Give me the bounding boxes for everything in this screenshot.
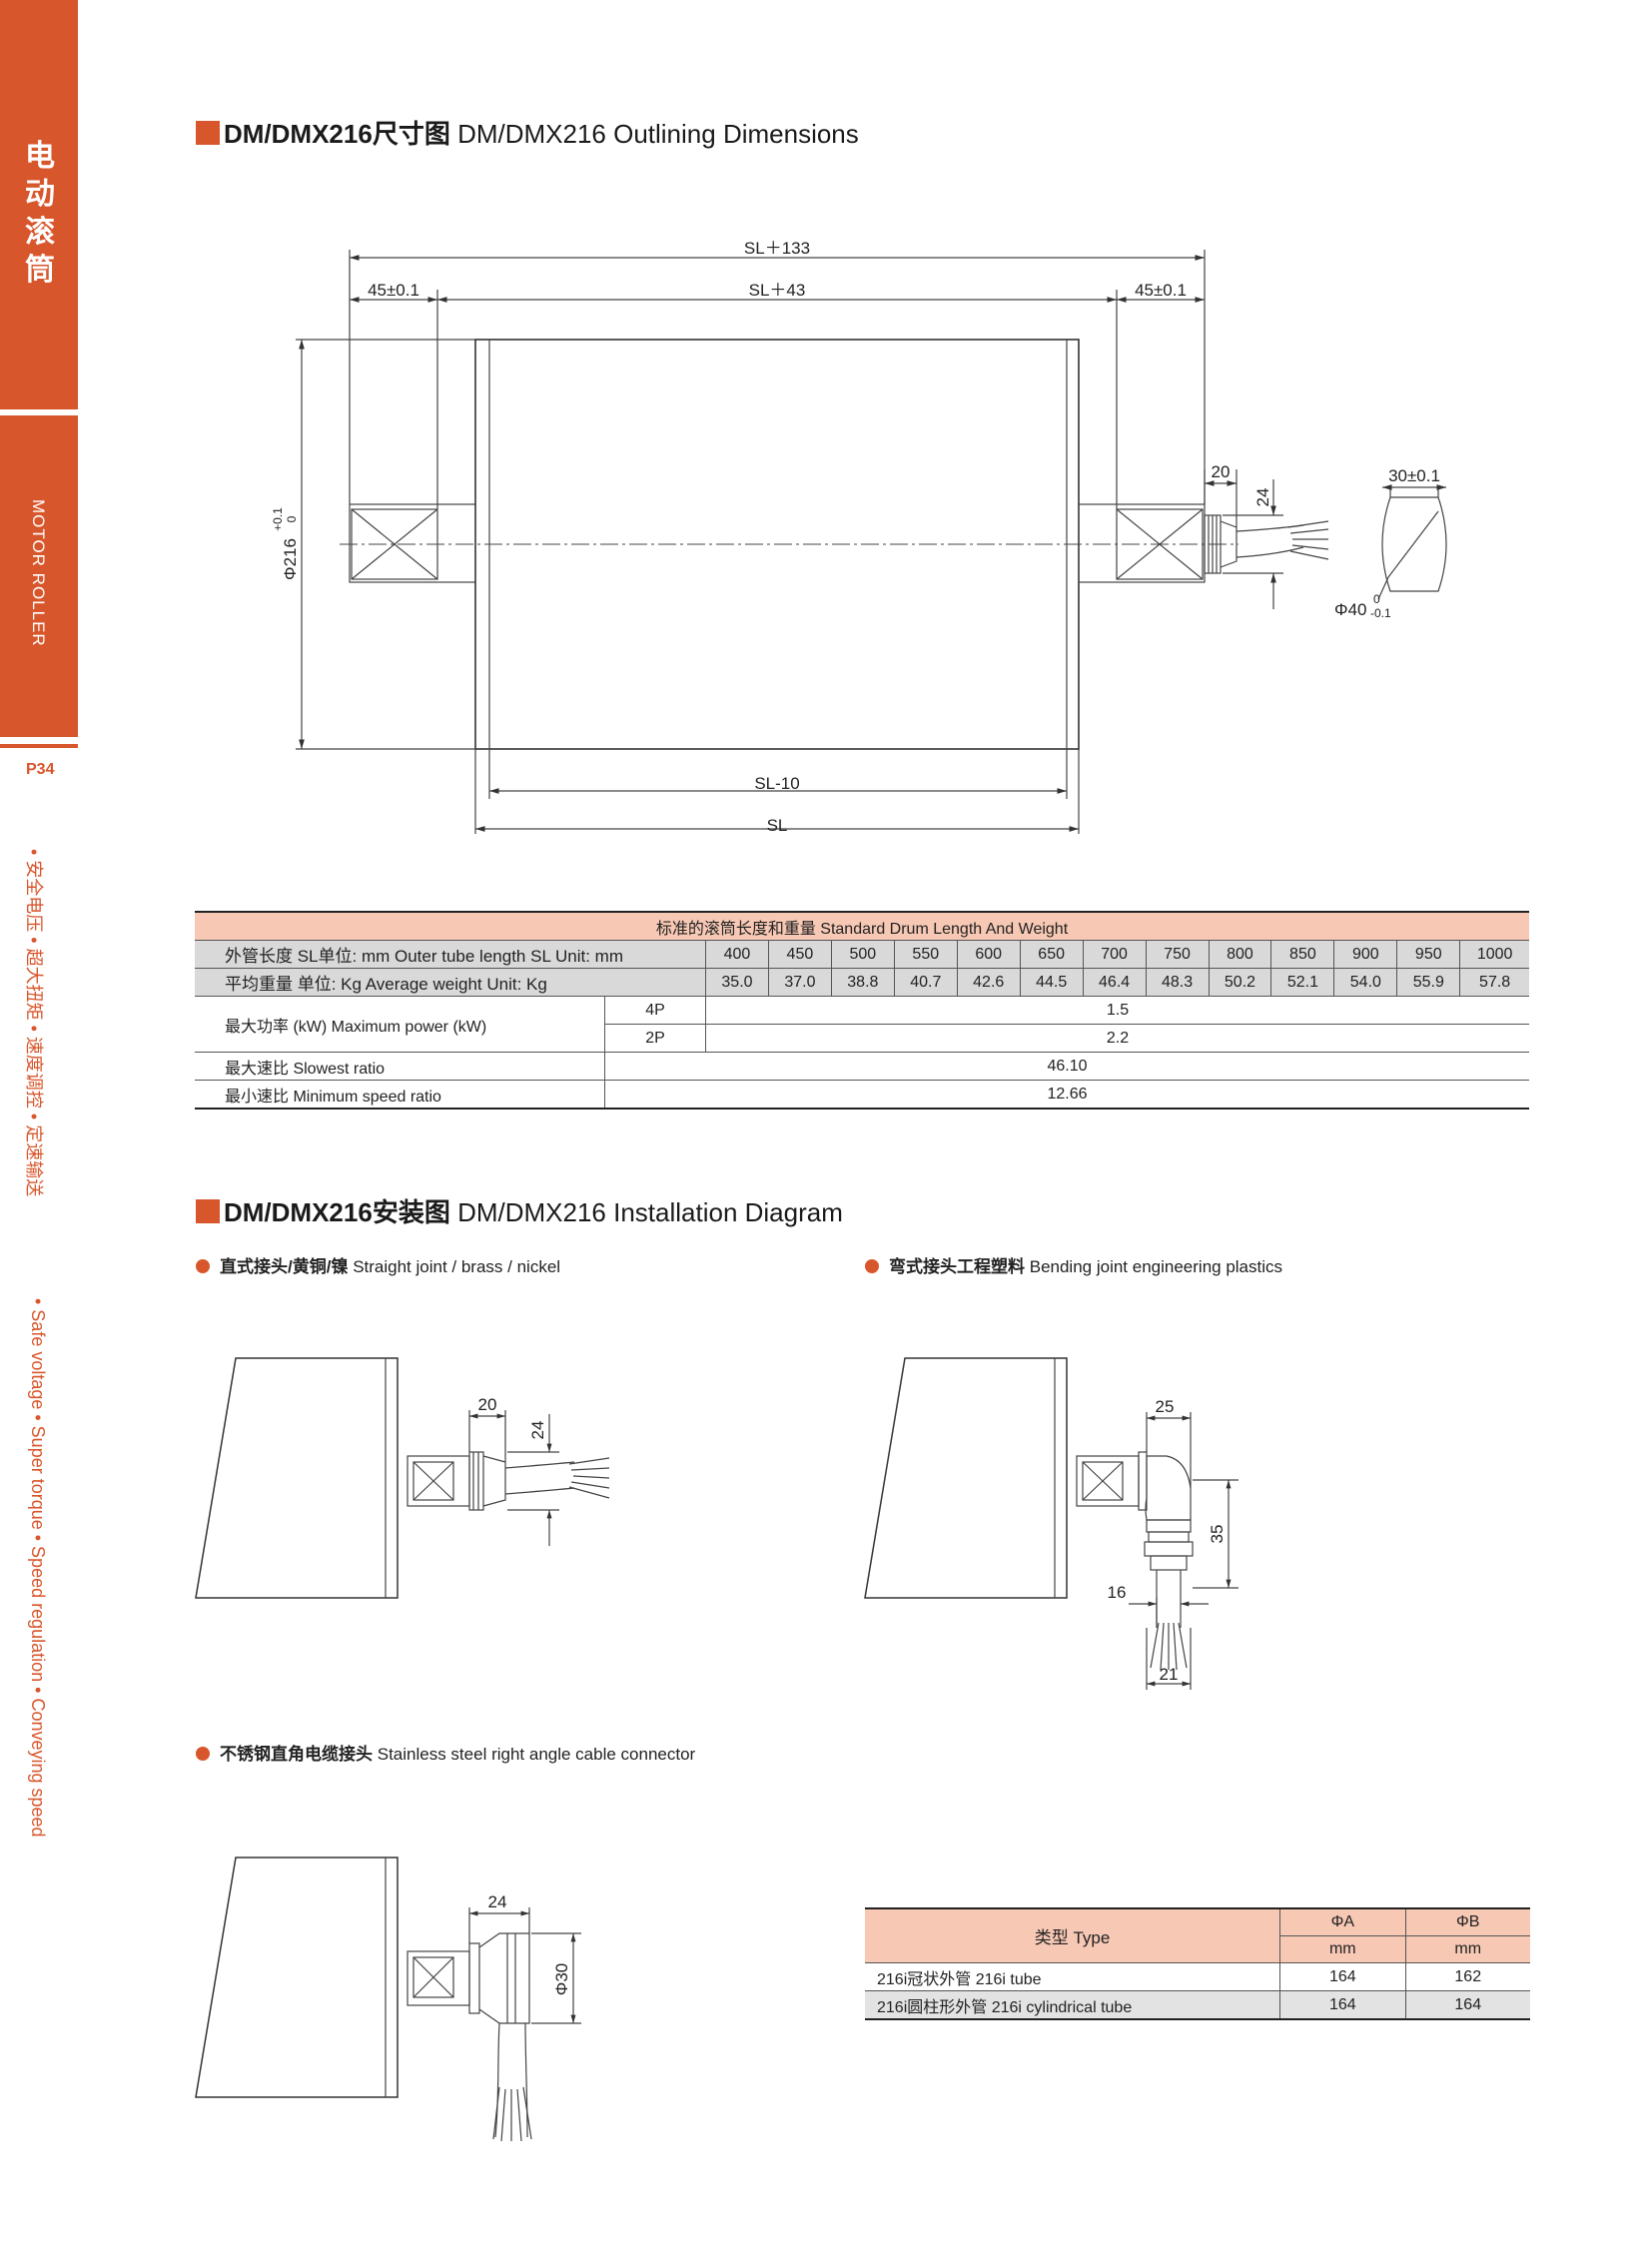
length-cell: 900 — [1333, 940, 1397, 969]
page-number: P34 — [26, 761, 55, 778]
type-header: 类型 Type — [865, 1907, 1280, 1963]
length-cell: 600 — [956, 940, 1021, 969]
dim-phi40: Φ40 — [1334, 600, 1366, 619]
dim-phi216-tol-dn: 0 — [285, 515, 299, 522]
length-cell: 450 — [767, 940, 832, 969]
sidebar-cn-title: 电动滚筒 — [25, 140, 55, 287]
j2-dim-16: 16 — [1108, 1583, 1127, 1602]
length-cell: 1000 — [1459, 940, 1529, 969]
weight-cell: 57.8 — [1459, 968, 1529, 997]
phi-b-header: ΦB — [1404, 1907, 1530, 1936]
left-shaft — [349, 503, 476, 583]
shaft-end-view — [1381, 496, 1447, 592]
slowest-ratio-label: 最大速比 Slowest ratio — [195, 1052, 605, 1081]
installation-drawings: 20 24 25 35 16 21 24 Φ30 — [195, 1357, 1239, 2141]
bending-joint-drawing — [864, 1357, 1239, 1690]
weight-cell: 55.9 — [1396, 968, 1460, 997]
weight-cell: 54.0 — [1333, 968, 1397, 997]
section-title-dimensions: DM/DMX216尺寸图 DM/DMX216 Outlining Dimensi… — [196, 114, 859, 151]
joint3-caption: 不锈钢直角电缆接头 Stainless steel right angle ca… — [196, 1740, 695, 1765]
j2-dim-25: 25 — [1156, 1397, 1175, 1416]
sidebar-top-band — [0, 0, 78, 409]
dim-phi216-tol-up: +0.1 — [271, 507, 285, 531]
spec-table-title: 标准的滚筒长度和重量 Standard Drum Length And Weig… — [195, 911, 1529, 941]
type-row-name: 216i圆柱形外管 216i cylindrical tube — [865, 1990, 1280, 2020]
dim-24: 24 — [1253, 488, 1272, 507]
slowest-ratio-value: 46.10 — [604, 1052, 1529, 1081]
bullet-icon — [865, 1259, 879, 1273]
tube-type-table: 类型 Type ΦA ΦB mm mm 216i冠状外管 216i tube 1… — [865, 1907, 1530, 2020]
sidebar-divider — [0, 744, 78, 748]
weight-cell: 50.2 — [1208, 968, 1271, 997]
type-row-b: 162 — [1404, 1962, 1530, 1991]
length-cell: 650 — [1019, 940, 1084, 969]
weight-cell: 37.0 — [767, 968, 832, 997]
phi-b-unit: mm — [1404, 1935, 1530, 1963]
power-2p-label: 2P — [604, 1024, 706, 1053]
right-angle-connector-drawing — [195, 1857, 581, 2141]
section-title-installation: DM/DMX216安装图 DM/DMX216 Installation Diag… — [196, 1192, 843, 1229]
j2-dim-35: 35 — [1208, 1525, 1227, 1544]
length-cell: 950 — [1396, 940, 1460, 969]
dim-phi216: Φ216 — [281, 538, 300, 580]
dim-tol-45-left: 45±0.1 — [368, 281, 419, 300]
weight-cell: 40.7 — [893, 968, 958, 997]
dim-phi40-tol-up: 0 — [1373, 592, 1380, 606]
j2-dim-21: 21 — [1160, 1665, 1179, 1684]
length-cell: 850 — [1270, 940, 1334, 969]
length-cell: 500 — [830, 940, 895, 969]
weight-cell: 52.1 — [1270, 968, 1334, 997]
length-cell: 550 — [893, 940, 958, 969]
power-row-label: 最大功率 (kW) Maximum power (kW) — [195, 996, 605, 1053]
dim-20: 20 — [1212, 462, 1231, 481]
section-marker-icon — [196, 121, 220, 145]
power-4p-value: 1.5 — [705, 996, 1529, 1025]
phi-a-unit: mm — [1279, 1935, 1406, 1963]
outline-dimension-drawing: SL＋133 45±0.1 SL＋43 45±0.1 20 24 30±0.1 … — [271, 239, 1447, 835]
dim-sl-43: SL＋43 — [749, 281, 806, 300]
bullet-icon — [196, 1259, 210, 1273]
power-2p-value: 2.2 — [705, 1024, 1529, 1053]
joint2-caption: 弯式接头工程塑料 Bending joint engineering plast… — [865, 1252, 1282, 1277]
weight-cell: 48.3 — [1145, 968, 1209, 997]
right-shaft — [1078, 503, 1206, 583]
bullet-icon — [196, 1747, 210, 1761]
section-marker-icon — [196, 1199, 220, 1223]
type-row-name: 216i冠状外管 216i tube — [865, 1962, 1280, 1991]
dim-sl-133: SL＋133 — [744, 239, 810, 258]
length-cell: 400 — [705, 940, 769, 969]
power-4p-label: 4P — [604, 996, 706, 1025]
weight-row-label: 平均重量 单位: Kg Average weight Unit: Kg — [195, 968, 706, 997]
straight-joint-drawing — [195, 1357, 610, 1599]
weight-cell: 44.5 — [1019, 968, 1084, 997]
j3-dim-24: 24 — [488, 1892, 507, 1911]
dim-sl-10: SL-10 — [754, 774, 799, 793]
weight-cell: 38.8 — [830, 968, 895, 997]
joint1-caption: 直式接头/黄铜/镍 Straight joint / brass / nicke… — [196, 1252, 560, 1277]
phi-a-header: ΦA — [1279, 1907, 1406, 1936]
dim-sl: SL — [767, 816, 788, 835]
j1-dim-24: 24 — [528, 1421, 547, 1440]
min-ratio-label: 最小速比 Minimum speed ratio — [195, 1080, 605, 1110]
drum-spec-table: 标准的滚筒长度和重量 Standard Drum Length And Weig… — [195, 911, 1529, 1110]
type-row-a: 164 — [1279, 1962, 1406, 1991]
type-row-a: 164 — [1279, 1990, 1406, 2020]
weight-cell: 42.6 — [956, 968, 1021, 997]
min-ratio-value: 12.66 — [604, 1080, 1529, 1110]
dim-phi40-tol-dn: -0.1 — [1370, 606, 1391, 620]
length-cell: 700 — [1082, 940, 1147, 969]
length-cell: 800 — [1208, 940, 1271, 969]
sidebar-mid-band — [0, 415, 78, 737]
length-row-label: 外管长度 SL单位: mm Outer tube length SL Unit:… — [195, 940, 706, 969]
dim-30: 30±0.1 — [1388, 466, 1440, 485]
j1-dim-20: 20 — [478, 1395, 497, 1414]
sidebar-features-cn: • 安全电压 • 超大扭矩 • 速度调控 • 定速输送 — [24, 849, 44, 1197]
type-row-b: 164 — [1404, 1990, 1530, 2020]
length-cell: 750 — [1145, 940, 1209, 969]
dim-tol-45-right: 45±0.1 — [1135, 281, 1187, 300]
j3-dim-phi30: Φ30 — [552, 1963, 571, 1995]
weight-cell: 46.4 — [1082, 968, 1147, 997]
weight-cell: 35.0 — [705, 968, 769, 997]
